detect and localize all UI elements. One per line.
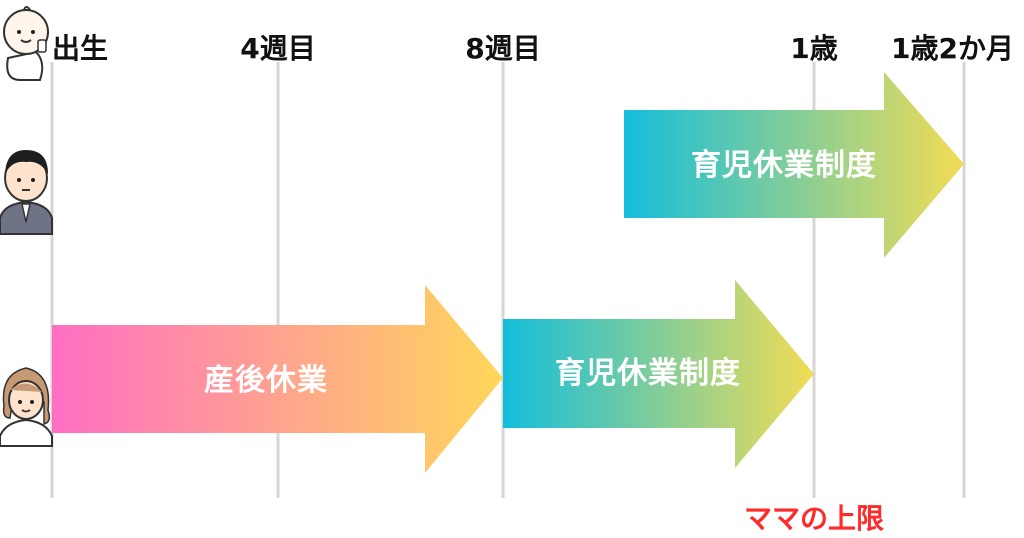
tick-label-week4: 4週目	[240, 32, 315, 65]
papa-childcare-arrow	[624, 72, 964, 258]
tick-label-week8: 8週目	[465, 32, 540, 65]
tick-label-birth: 出生	[52, 32, 108, 65]
tick-label-age1: 1歳	[790, 32, 837, 65]
mother-icon	[0, 367, 53, 447]
father-icon	[0, 150, 53, 235]
papa-childcare-arrow-label: 育児休業制度	[691, 148, 877, 183]
tick-label-age1m2: 1歳2か月	[891, 32, 1014, 65]
baby-icon	[3, 6, 49, 81]
mama-postpartum-arrow-label: 産後休業	[204, 363, 328, 398]
mama-postpartum-arrow	[52, 285, 503, 473]
mama-childcare-arrow-label: 育児休業制度	[555, 356, 741, 391]
mama-limit-note: ママの上限	[744, 502, 884, 535]
mama-childcare-arrow	[503, 280, 814, 468]
